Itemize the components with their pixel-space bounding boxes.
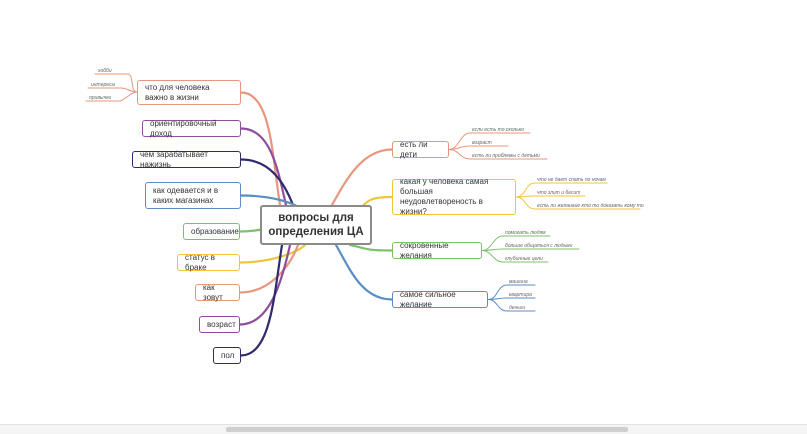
left-topic-7[interactable]: как зовут xyxy=(195,282,240,302)
central-topic[interactable]: вопросы для определения ЦА xyxy=(260,205,372,245)
right-topic-label: самое сильное желание xyxy=(400,289,456,309)
left-topic-label: чем зарабатывает нажизнь xyxy=(140,149,208,169)
right-subtopic-4-3[interactable]: деньги xyxy=(509,305,526,311)
scrollbar-thumb[interactable] xyxy=(226,427,628,432)
right-subtopic-3-1[interactable]: помогать людям xyxy=(505,230,546,236)
left-topic-2[interactable]: ориентировочный доход xyxy=(142,118,241,138)
connector-right-leaf-2-3 xyxy=(515,196,641,210)
connector-right-1 xyxy=(330,148,394,207)
connector-left-leaf-2 xyxy=(87,87,138,93)
left-topic-9[interactable]: пол xyxy=(213,347,241,364)
right-topic-2[interactable]: какая у человека самая большая неудовлет… xyxy=(392,177,516,216)
right-topic-label: есть ли дети xyxy=(400,139,428,159)
left-subtopic-2[interactable]: интересы xyxy=(91,82,116,88)
right-subtopic-4-2[interactable]: квартира xyxy=(509,292,532,298)
mindmap-connectors xyxy=(85,73,641,357)
connector-right-leaf-4-2 xyxy=(487,297,536,300)
right-subtopic-1-3[interactable]: есть ли проблемы с детьми xyxy=(472,153,540,159)
left-topic-4[interactable]: как одевается и в каких магазинах xyxy=(145,182,241,209)
right-subtopic-2-2[interactable]: что злит и бесит xyxy=(537,190,581,196)
left-subtopic-3[interactable]: привычки xyxy=(89,95,112,101)
left-topic-1[interactable]: что для человека важно в жизни xyxy=(137,80,241,105)
left-topic-label: ориентировочный доход xyxy=(150,118,217,138)
left-subtopic-1[interactable]: хобби xyxy=(98,68,112,74)
left-topic-label: образование xyxy=(191,226,239,236)
right-topic-label: сокровенные желания xyxy=(400,240,449,260)
connector-left-2 xyxy=(239,127,288,207)
connector-right-leaf-3-2 xyxy=(481,248,580,251)
right-subtopic-3-3[interactable]: глубинные цели xyxy=(505,256,543,262)
right-topic-1[interactable]: есть ли дети xyxy=(392,139,449,159)
connector-left-leaf-3 xyxy=(85,91,138,102)
left-topic-label: статус в браке xyxy=(185,252,215,272)
left-topic-6[interactable]: статус в браке xyxy=(177,252,240,272)
connector-left-1 xyxy=(239,91,282,207)
right-subtopic-3-2[interactable]: больше общаться с людьми xyxy=(505,243,573,249)
central-topic-line-1: вопросы для xyxy=(278,212,354,224)
connector-left-9 xyxy=(239,243,284,357)
left-topic-label: возраст xyxy=(207,319,236,329)
right-subtopic-1-1[interactable]: если есть то сколько xyxy=(472,127,525,133)
right-subtopic-4-1[interactable]: машина xyxy=(509,279,528,285)
connector-right-leaf-1-3 xyxy=(448,149,548,160)
connector-right-leaf-1-2 xyxy=(448,145,509,150)
right-topic-4[interactable]: самое сильное желание xyxy=(392,289,488,309)
connector-right-leaf-4-3 xyxy=(487,299,536,312)
left-topic-label: как зовут xyxy=(203,282,223,302)
connector-right-leaf-2-2 xyxy=(515,195,586,198)
connector-right-3 xyxy=(348,243,394,252)
left-topic-5[interactable]: образование xyxy=(183,223,240,240)
connector-right-4 xyxy=(334,243,394,301)
left-topic-label: пол xyxy=(221,350,235,360)
connector-left-leaf-1 xyxy=(94,73,138,93)
right-subtopic-2-1[interactable]: что не дает спать по ночам xyxy=(537,177,606,183)
left-topic-label: что для человека важно в жизни xyxy=(145,82,210,102)
horizontal-scrollbar[interactable] xyxy=(0,424,807,434)
connector-right-leaf-3-3 xyxy=(481,250,549,263)
central-topic-line-2: определения ЦА xyxy=(268,226,364,238)
connector-left-3 xyxy=(239,158,295,207)
left-topic-label: как одевается и в каких магазинах xyxy=(153,185,219,205)
left-topic-8[interactable]: возраст xyxy=(199,316,240,333)
left-topic-3[interactable]: чем зарабатывает нажизнь xyxy=(132,149,241,169)
right-subtopic-1-2[interactable]: возраст xyxy=(472,140,492,146)
right-topic-label: какая у человека самая большая неудовлет… xyxy=(400,177,489,216)
right-topic-3[interactable]: сокровенные желания xyxy=(392,240,482,260)
right-subtopic-2-3[interactable]: есть ли желанаие кто то доказать кому то xyxy=(537,203,644,209)
